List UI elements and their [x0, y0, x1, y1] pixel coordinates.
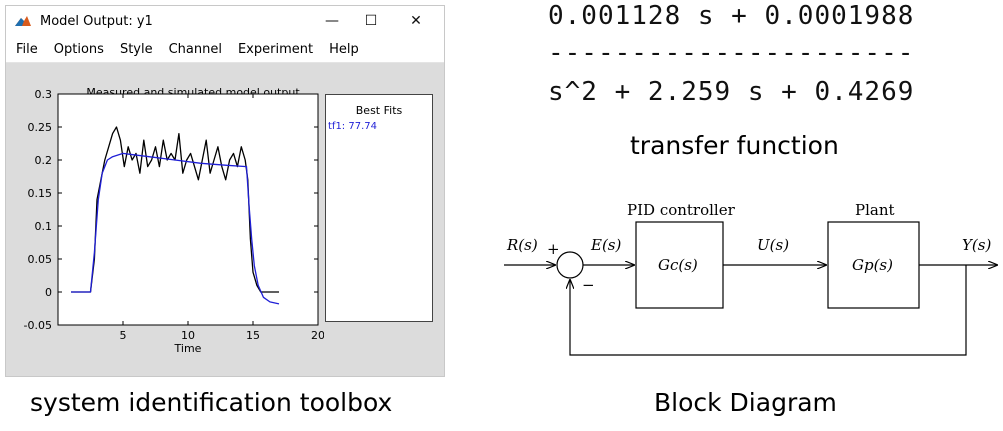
y-tick-label: 0.25	[28, 121, 53, 134]
menu-style[interactable]: Style	[119, 41, 153, 57]
best-fits-panel: Best Fits tf1: 77.74	[325, 94, 433, 322]
simulated-output-line	[71, 152, 280, 305]
feedback-path	[570, 265, 967, 356]
maximize-button[interactable]: ☐	[364, 13, 378, 29]
y-label: Y(s)	[962, 236, 992, 254]
r-label: R(s)	[507, 236, 538, 254]
caption-tf: transfer function	[630, 131, 839, 160]
block-diagram	[504, 221, 1003, 356]
y-tick-label: 0.1	[35, 220, 53, 233]
x-tick-label: 20	[311, 329, 324, 342]
best-fits-title: Best Fits	[355, 104, 403, 117]
u-label: U(s)	[757, 236, 790, 254]
y-tick-label: 0	[45, 286, 52, 299]
pid-controller-label: PID controller	[627, 201, 735, 219]
window-titlebar[interactable]: Model Output: y1	[6, 6, 444, 36]
menu-experiment[interactable]: Experiment	[237, 41, 314, 57]
tf-numerator: 0.001128 s + 0.0001988	[548, 1, 915, 31]
summing-junction	[556, 251, 584, 279]
menu-channel[interactable]: Channel	[168, 41, 222, 57]
measured-output-line	[71, 126, 279, 293]
menu-file[interactable]: File	[16, 41, 38, 57]
caption-left: system identification toolbox	[30, 388, 393, 417]
close-button[interactable]: ✕	[410, 13, 422, 29]
y-tick-label: 0.2	[35, 154, 53, 167]
menu-help[interactable]: Help	[329, 41, 359, 57]
menu-options[interactable]: Options	[53, 41, 104, 57]
pid-controller-block	[635, 221, 724, 309]
plot-axes-box	[57, 93, 319, 326]
gc-label: Gc(s)	[658, 256, 698, 274]
tf-divider: ----------------------	[548, 38, 915, 68]
plant-block	[827, 221, 920, 309]
y-tick-label: 0.3	[35, 88, 53, 101]
x-tick-label: 5	[120, 329, 127, 342]
y-tick-label: -0.05	[24, 319, 52, 332]
x-tick-label: 10	[181, 329, 195, 342]
best-fit-item[interactable]: tf1: 77.74	[328, 121, 377, 132]
menu-bar: File Options Style Channel Experiment He…	[6, 36, 444, 63]
minimize-button[interactable]: —	[325, 13, 339, 29]
matlab-icon	[15, 16, 31, 26]
plant-label: Plant	[855, 201, 895, 219]
x-axis-label: Time	[174, 342, 202, 355]
tf-denominator: s^2 + 2.259 s + 0.4269	[548, 77, 915, 107]
e-label: E(s)	[591, 236, 622, 254]
window-title: Model Output: y1	[40, 13, 153, 29]
minus-sign: −	[582, 276, 595, 294]
x-tick-label: 15	[246, 329, 260, 342]
plus-sign: +	[547, 240, 560, 258]
caption-bd: Block Diagram	[654, 388, 837, 417]
gp-label: Gp(s)	[852, 256, 893, 274]
y-tick-label: 0.05	[28, 253, 53, 266]
y-tick-label: 0.15	[28, 187, 53, 200]
model-output-window: Model Output: y1 — ☐ ✕ File Options Styl…	[5, 5, 445, 377]
